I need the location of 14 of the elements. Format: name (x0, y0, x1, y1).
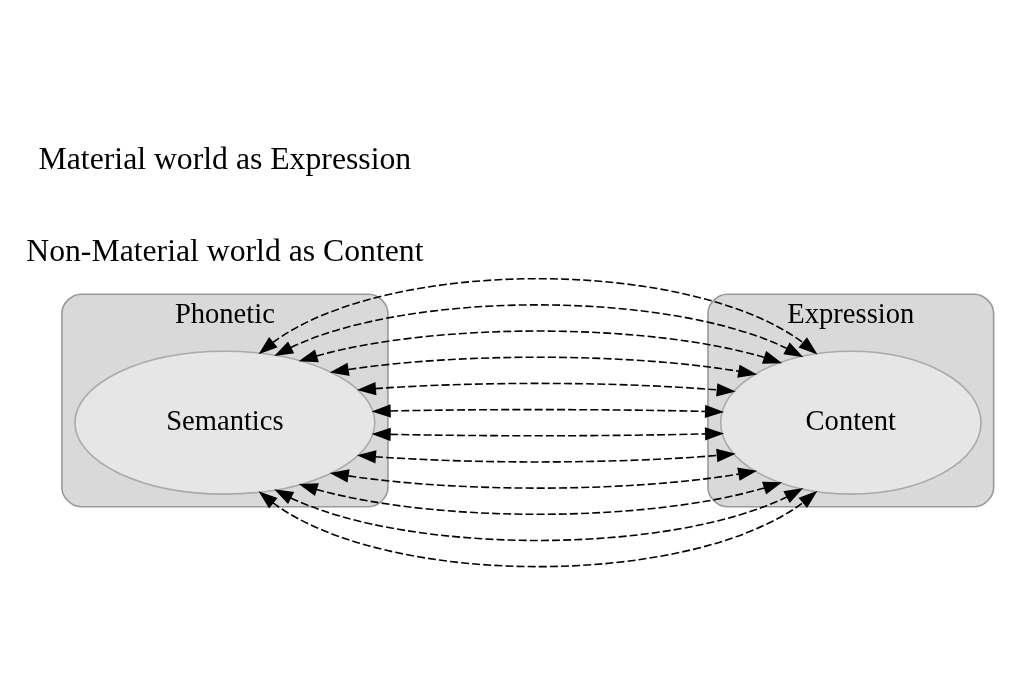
arrow (258, 277, 818, 354)
arrow (298, 329, 783, 364)
arrow (258, 490, 818, 567)
arrow (329, 355, 758, 378)
arrow (356, 448, 736, 463)
arrow (371, 403, 725, 418)
label: Material world as Expression (38, 140, 412, 176)
arrow (274, 303, 804, 357)
label: Non-Material world as Content (26, 232, 424, 268)
arrow (329, 467, 758, 489)
arrow (356, 381, 736, 396)
arrow (298, 481, 783, 515)
arrow (274, 487, 804, 541)
arrow (371, 426, 725, 441)
